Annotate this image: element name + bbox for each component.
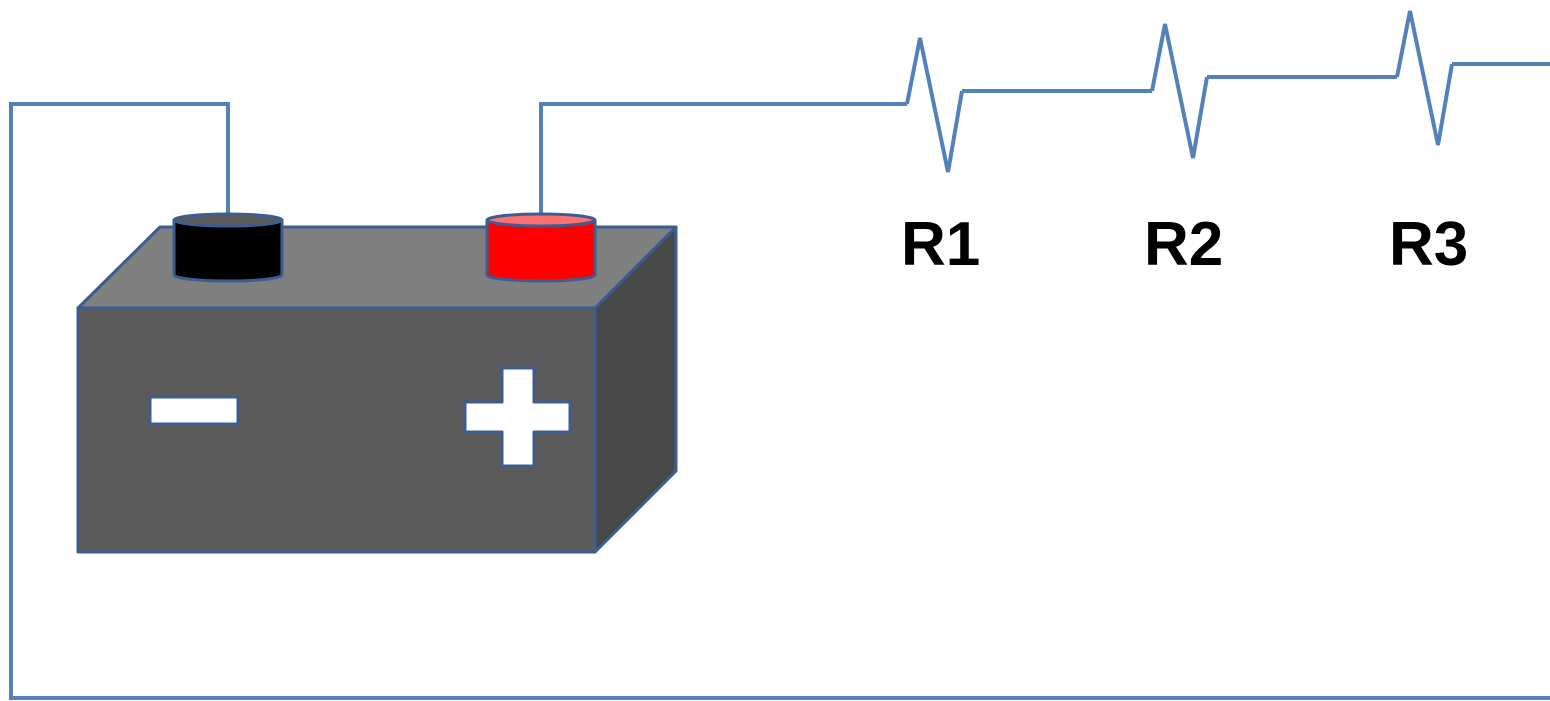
negative-terminal: [172, 212, 284, 283]
resistor-label-r1: R1: [901, 210, 980, 279]
resistor-r1-symbol: [905, 37, 964, 173]
return-wire: [9, 102, 1550, 700]
resistor-r3-symbol: [1395, 10, 1454, 146]
positive-terminal: [485, 212, 597, 283]
positive-sign-icon: [463, 366, 572, 468]
resistor-label-r3: R3: [1389, 210, 1468, 279]
battery: −: [76, 212, 678, 554]
resistor-r2-symbol: [1150, 23, 1209, 159]
negative-sign-icon: [148, 395, 240, 426]
resistor-labels: R1 R2 R3: [901, 210, 1468, 279]
positive-lead-wire: [539, 102, 907, 214]
resistor-label-r2: R2: [1144, 210, 1223, 279]
circuit-wires: [9, 10, 1550, 700]
